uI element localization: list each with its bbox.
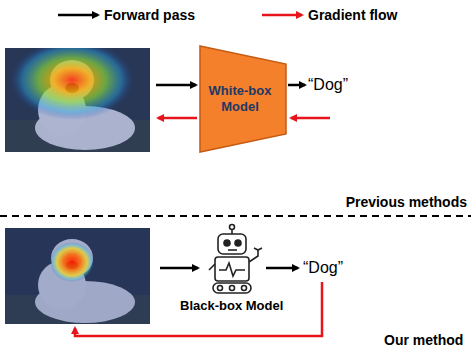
- label-text: “Dog”: [303, 259, 343, 277]
- legend-arrow: [262, 14, 302, 17]
- node-text: Black-box Model: [180, 298, 283, 313]
- dog-photo: [5, 48, 150, 152]
- divider: [0, 215, 471, 217]
- model-icon-label: Black-box Model: [180, 298, 283, 313]
- legend-text: Forward pass: [104, 7, 195, 23]
- node-text: White-box Model: [205, 83, 275, 114]
- label-text: Previous methods: [346, 194, 467, 210]
- robot-icon: [209, 225, 262, 294]
- label-text: Our method: [384, 332, 463, 348]
- label-text: “Dog”: [308, 76, 348, 94]
- legend-text: Gradient flow: [308, 7, 397, 23]
- dog-photo: [5, 228, 150, 324]
- legend-arrow: [58, 14, 98, 17]
- model-trapezoid: White-box Model: [199, 45, 287, 153]
